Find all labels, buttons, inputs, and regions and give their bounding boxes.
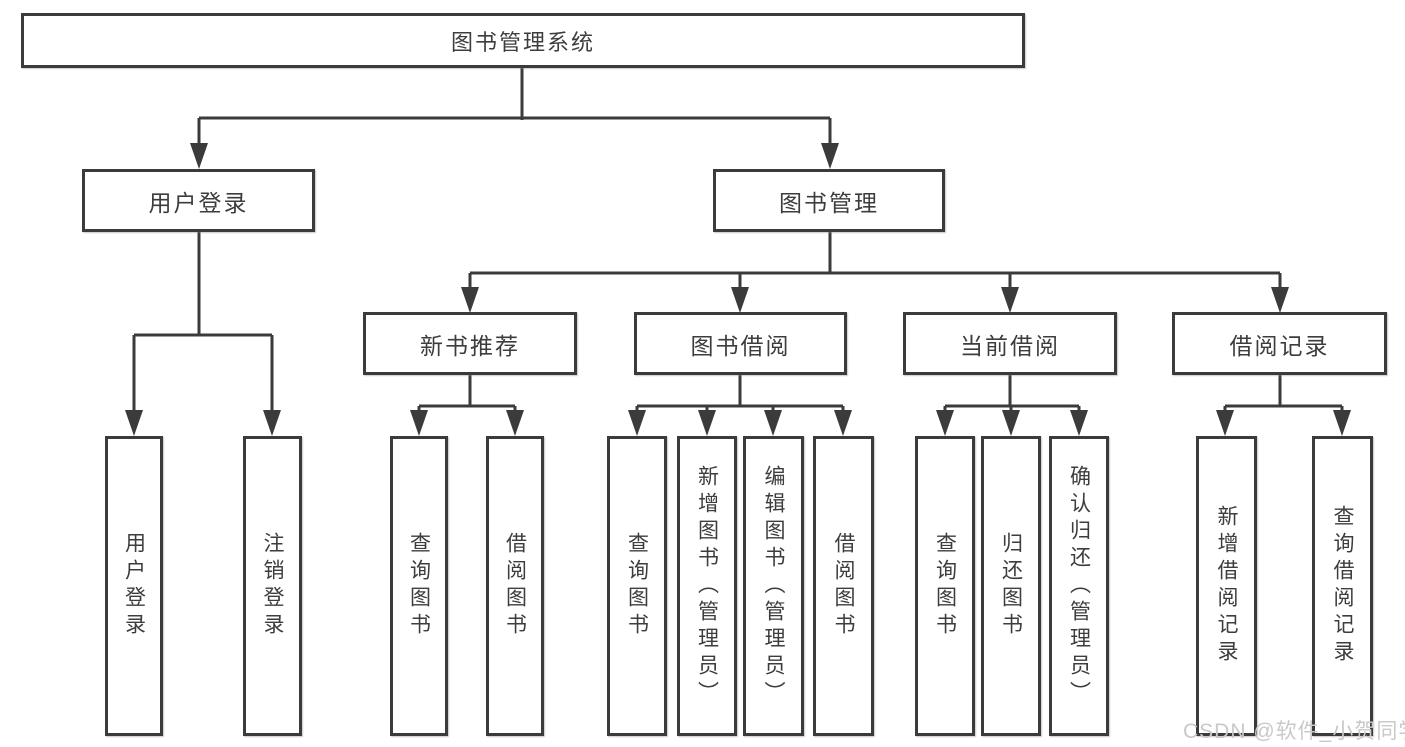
node-current-borrowing: 当前借阅 — [903, 312, 1117, 375]
node-label: 新增借阅记录 — [1215, 505, 1238, 667]
node-user-login: 用户登录 — [82, 169, 315, 232]
leaf-borrow-books: 借阅图书 — [486, 436, 544, 736]
connector-book-borrow-children — [628, 373, 852, 436]
leaf-query-books: 查询图书 — [607, 436, 667, 736]
leaf-user-login: 用户登录 — [105, 436, 163, 736]
node-label: 查询借阅记录 — [1331, 505, 1354, 667]
leaf-return-books: 归还图书 — [981, 436, 1041, 736]
connector-borrow-records-children — [1216, 373, 1351, 436]
leaf-logout: 注销登录 — [243, 436, 302, 736]
node-label: 查询图书 — [933, 532, 957, 640]
node-label: 注销登录 — [261, 532, 284, 640]
node-library-management-system: 图书管理系统 — [21, 13, 1025, 68]
node-book-management: 图书管理 — [713, 169, 945, 232]
node-label: 归还图书 — [999, 532, 1023, 640]
leaf-query-borrow-record: 查询借阅记录 — [1312, 436, 1373, 736]
node-borrowing-records: 借阅记录 — [1172, 312, 1387, 375]
connector-book-mgmt-children — [461, 232, 1289, 313]
leaf-add-borrow-record: 新增借阅记录 — [1196, 436, 1257, 736]
node-label: 编辑图书（管理员） — [762, 464, 785, 708]
node-label: 查询图书 — [407, 532, 431, 640]
leaf-query-books: 查询图书 — [915, 436, 975, 736]
connector-root-to-level2 — [190, 68, 839, 169]
node-label: 借阅图书 — [832, 532, 855, 640]
node-label: 查询图书 — [625, 532, 649, 640]
connector-current-borrow-children — [936, 373, 1088, 436]
leaf-add-books-admin: 新增图书（管理员） — [677, 436, 737, 736]
leaf-edit-books-admin: 编辑图书（管理员） — [743, 436, 804, 736]
node-book-borrowing: 图书借阅 — [634, 312, 847, 375]
node-label: 确认归还（管理员） — [1067, 464, 1091, 708]
node-label: 新增图书（管理员） — [695, 464, 719, 708]
leaf-confirm-return-admin: 确认归还（管理员） — [1049, 436, 1109, 736]
node-new-book-recommendation: 新书推荐 — [363, 312, 577, 375]
leaf-query-books: 查询图书 — [390, 436, 448, 736]
node-label: 用户登录 — [122, 532, 146, 640]
csdn-watermark: CSDN @软件_小贺同学 — [1183, 720, 1405, 743]
node-label: 借阅图书 — [503, 532, 527, 640]
connector-user-login-children — [125, 232, 281, 436]
connector-new-book-children — [410, 373, 524, 436]
leaf-borrow-books: 借阅图书 — [813, 436, 874, 736]
